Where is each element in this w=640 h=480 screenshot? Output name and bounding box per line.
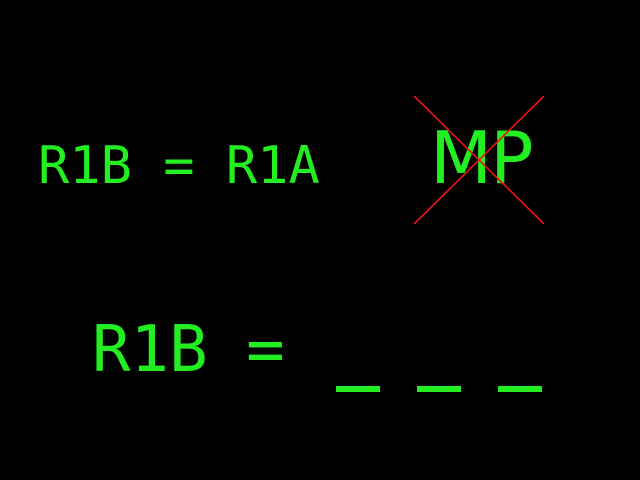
answer-blank (498, 386, 542, 392)
answer-blank (417, 386, 461, 392)
cross-out-icon (413, 95, 545, 225)
top-equation: R1B = R1A (38, 136, 320, 196)
bottom-equation: R1B = (92, 313, 285, 387)
answer-blank (336, 386, 380, 392)
